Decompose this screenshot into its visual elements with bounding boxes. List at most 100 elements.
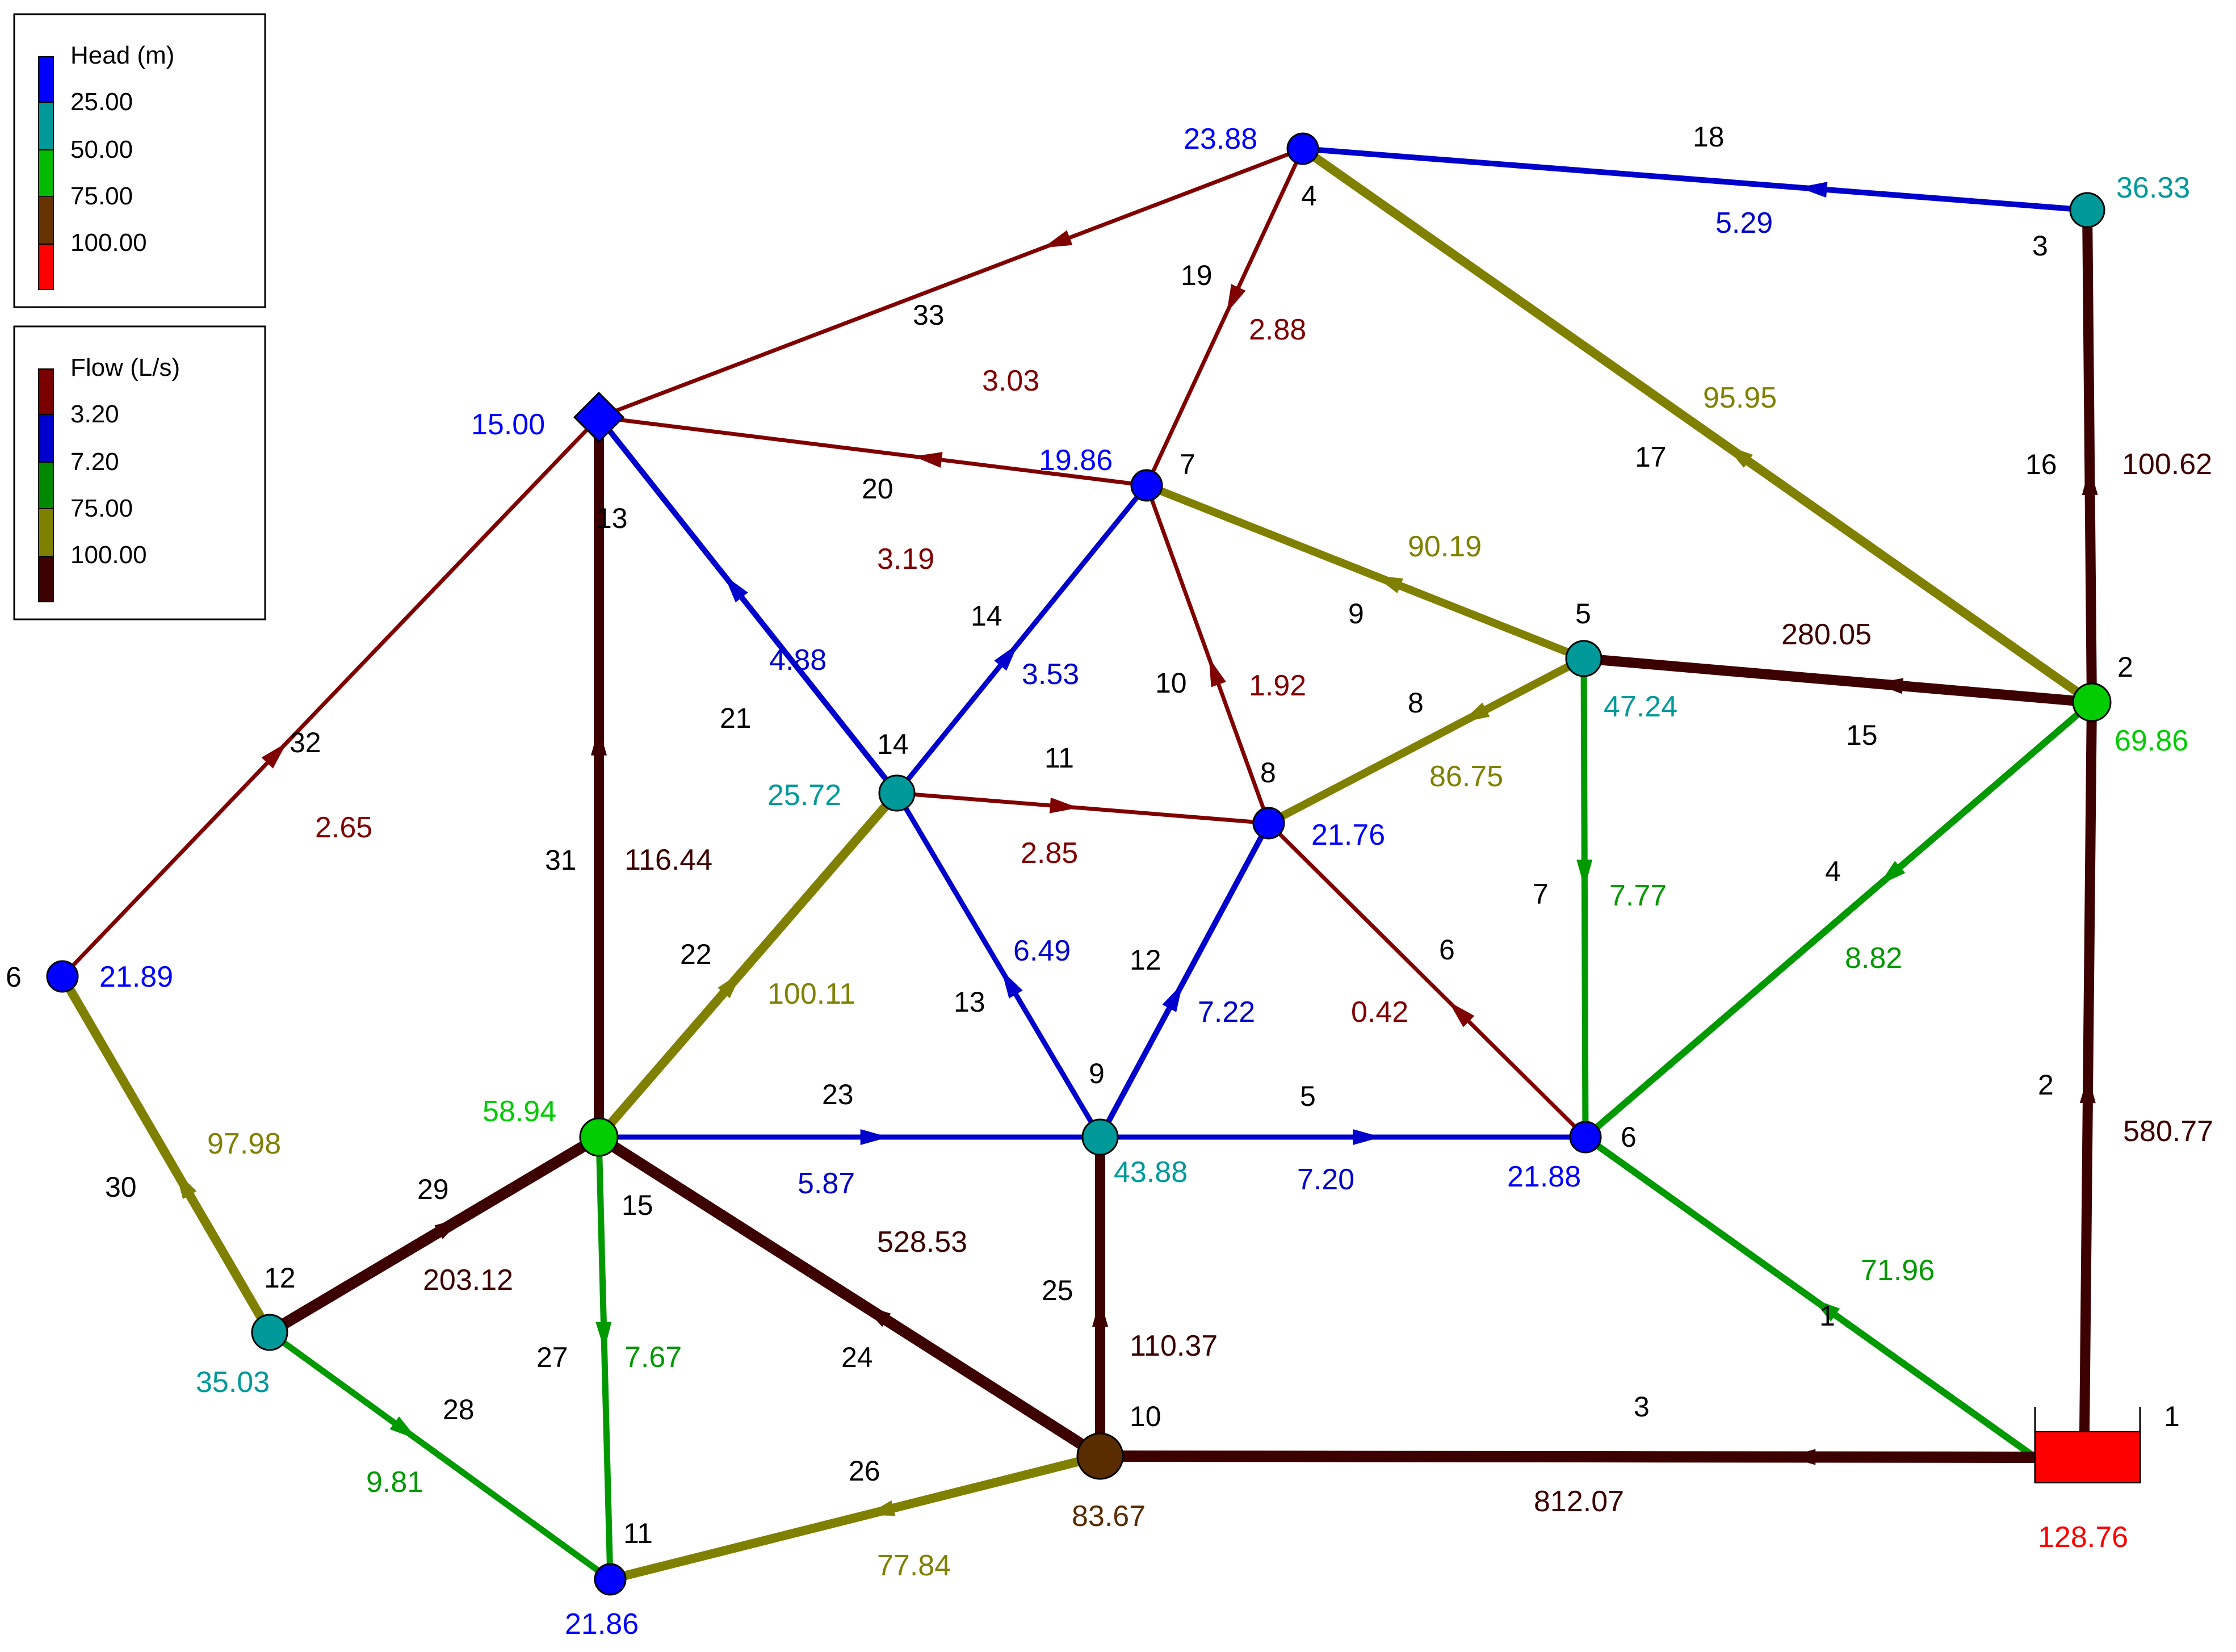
flow-arrow (1461, 702, 1490, 723)
pipe-9[interactable] (1145, 481, 1585, 663)
pipe-15[interactable] (1583, 653, 2092, 707)
flow-value: 9.81 (366, 1466, 423, 1499)
flow-arrow (175, 1171, 197, 1200)
pipe-4[interactable] (1583, 699, 2094, 1140)
pipe-21[interactable] (597, 415, 899, 795)
flow-arrow (1092, 1298, 1108, 1327)
link-id-label: 10 (1155, 667, 1187, 699)
flow-value: 7.77 (1609, 879, 1667, 912)
pipe-29[interactable] (266, 1132, 602, 1337)
head-value: 21.89 (99, 961, 173, 993)
flow-arrow (866, 1500, 896, 1516)
flow-value: 528.53 (877, 1226, 967, 1259)
junction-node-9[interactable] (1081, 1118, 1119, 1156)
node-id-label: 11 (623, 1517, 653, 1549)
link-id-label: 27 (536, 1341, 568, 1373)
pipe-3[interactable] (1100, 1450, 2036, 1463)
legend-head-label: 25.00 (70, 88, 133, 116)
pipe-28[interactable] (267, 1330, 613, 1582)
junction-node-5[interactable] (1565, 640, 1602, 677)
flow-arrow (2082, 466, 2098, 495)
link-id-label: 22 (680, 938, 712, 970)
reservoir-node-1[interactable] (2034, 1407, 2141, 1483)
pipe-10[interactable] (1144, 484, 1271, 824)
legend-flow-title: Flow (L/s) (70, 354, 180, 381)
link-id-label: 6 (1439, 934, 1455, 966)
junction-node-8[interactable] (1252, 807, 1285, 840)
link-id-label: 21 (720, 702, 752, 734)
flow-arrow (1001, 970, 1023, 999)
flow-value: 100.62 (2122, 448, 2212, 481)
pipe-27[interactable] (595, 1137, 614, 1580)
flow-value: 7.20 (1297, 1163, 1354, 1196)
pipe-20[interactable] (598, 415, 1147, 488)
pipe-19[interactable] (1144, 148, 1305, 487)
flow-arrows-layer (175, 182, 2098, 1516)
link-id-label: 20 (862, 473, 893, 505)
flow-arrow (1449, 1001, 1475, 1028)
node-id-label: 13 (596, 502, 628, 534)
link-id-label: 24 (841, 1341, 873, 1373)
junction-node-3[interactable] (2069, 192, 2105, 228)
pipe-32[interactable] (61, 416, 601, 978)
pipe-1[interactable] (1583, 1134, 2037, 1460)
head-value: 15.00 (471, 408, 545, 441)
nodes-layer (46, 132, 2141, 1596)
junction-node-14[interactable] (878, 774, 916, 812)
flow-arrow (1878, 861, 1906, 886)
pipe-7[interactable] (1580, 658, 1589, 1138)
pipe-22[interactable] (595, 790, 901, 1141)
pipe-12[interactable] (1097, 821, 1272, 1139)
node-id-label: 14 (877, 728, 909, 760)
flow-value: 2.65 (315, 811, 372, 844)
flow-value: 203.12 (423, 1264, 513, 1297)
junction-node-10[interactable] (1076, 1432, 1124, 1480)
junction-node-6[interactable] (1569, 1121, 1602, 1154)
pipe-17[interactable] (1300, 145, 2095, 706)
legend-head-label: 50.00 (70, 136, 133, 163)
tank-node-13[interactable] (573, 391, 625, 443)
pipe-33[interactable] (598, 146, 1304, 420)
link-id-label: 1 (1819, 1300, 1835, 1332)
flow-arrow (1725, 445, 1753, 468)
junction-node-12[interactable] (251, 1314, 288, 1351)
pipe-24[interactable] (595, 1132, 1104, 1461)
flow-arrow (862, 1305, 891, 1327)
junction-node-2[interactable] (2072, 682, 2112, 722)
pipe-6[interactable] (1267, 821, 1587, 1139)
node-id-label: 2 (2117, 651, 2133, 683)
pipe-13[interactable] (895, 791, 1102, 1139)
legend-head: Head (m) 25.00 50.00 75.00 100.00 (13, 13, 266, 308)
junction-node-11[interactable] (594, 1563, 627, 1596)
junction-node-6-left[interactable] (46, 960, 79, 993)
pipe-2[interactable] (2079, 702, 2097, 1432)
junction-node-15[interactable] (579, 1117, 619, 1157)
junction-node-4[interactable] (1286, 132, 1319, 165)
flow-arrow (261, 742, 287, 769)
flow-value: 2.88 (1249, 313, 1306, 346)
node-id-labels: 1 2 3 4 5 6 7 8 9 10 11 12 13 14 15 6 (6, 180, 2180, 1549)
link-id-labels: 1 2 3 4 5 6 7 8 9 10 11 12 13 14 15 16 1… (105, 121, 2057, 1487)
flow-arrow (1576, 859, 1593, 888)
legend-flow: Flow (L/s) 3.20 7.20 75.00 100.00 (13, 325, 266, 620)
pipe-8[interactable] (1266, 655, 1586, 827)
flow-value: 86.75 (1429, 760, 1503, 793)
junction-node-7[interactable] (1130, 469, 1163, 502)
link-id-label: 5 (1300, 1080, 1316, 1112)
pipe-30[interactable] (58, 974, 274, 1335)
head-value: 83.67 (1072, 1500, 1146, 1533)
flow-arrow (1353, 1129, 1382, 1145)
pipe-18[interactable] (1302, 146, 2088, 213)
link-id-label: 11 (1044, 742, 1074, 774)
pipe-16[interactable] (2082, 209, 2097, 703)
link-id-label: 30 (105, 1171, 137, 1203)
pipe-14[interactable] (895, 484, 1149, 795)
legend-head-title: Head (m) (70, 41, 174, 69)
pipe-11[interactable] (896, 791, 1269, 825)
head-value: 19.86 (1039, 444, 1113, 477)
flow-value: 4.88 (769, 644, 827, 677)
node-id-label: 1 (2164, 1401, 2180, 1432)
link-id-label: 26 (849, 1455, 880, 1487)
pipe-26[interactable] (609, 1452, 1101, 1584)
